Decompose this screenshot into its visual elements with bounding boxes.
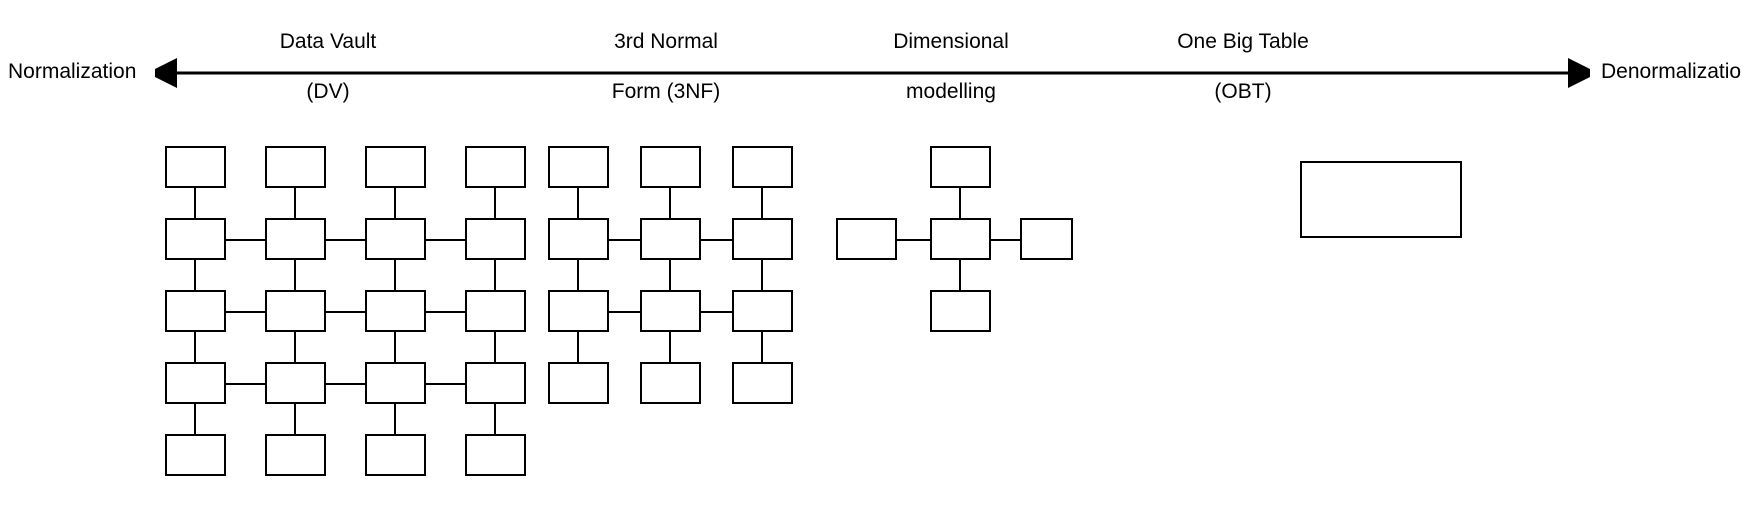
table-node xyxy=(640,218,701,260)
fact-node-center xyxy=(930,218,991,260)
edge-vertical xyxy=(494,330,496,364)
dimension-node-west xyxy=(836,218,897,260)
edge-horizontal xyxy=(326,311,365,313)
table-node xyxy=(640,290,701,332)
edge-vertical xyxy=(959,186,961,220)
axis-label-normalization: Normalization xyxy=(8,60,137,83)
edge-horizontal xyxy=(226,383,265,385)
table-node xyxy=(365,290,426,332)
table-node xyxy=(365,362,426,404)
table-node xyxy=(732,362,793,404)
edge-horizontal xyxy=(609,311,640,313)
heading-one-big-table-line1: One Big Table xyxy=(1177,30,1309,53)
dimension-node-south xyxy=(930,290,991,332)
table-node xyxy=(732,290,793,332)
table-node xyxy=(165,434,226,476)
table-node xyxy=(465,290,526,332)
edge-vertical xyxy=(294,402,296,436)
table-node xyxy=(165,146,226,188)
edge-vertical xyxy=(394,186,396,220)
heading-dimensional-modelling-line1: Dimensional xyxy=(893,30,1009,53)
edge-vertical xyxy=(669,186,671,220)
table-node xyxy=(548,290,609,332)
edge-vertical xyxy=(669,258,671,292)
edge-vertical xyxy=(294,330,296,364)
table-node xyxy=(732,218,793,260)
table-node xyxy=(640,146,701,188)
edge-vertical xyxy=(394,402,396,436)
edge-vertical xyxy=(294,186,296,220)
normalization-spectrum-arrow xyxy=(155,58,1590,88)
heading-data-vault-line1: Data Vault xyxy=(279,30,377,53)
edge-vertical xyxy=(959,258,961,292)
edge-vertical xyxy=(494,186,496,220)
edge-vertical xyxy=(577,258,579,292)
table-node xyxy=(265,434,326,476)
dimension-node-north xyxy=(930,146,991,188)
table-node xyxy=(548,146,609,188)
table-node xyxy=(165,362,226,404)
table-node xyxy=(640,362,701,404)
table-node xyxy=(365,434,426,476)
edge-horizontal xyxy=(226,311,265,313)
table-node xyxy=(365,146,426,188)
edge-vertical xyxy=(494,402,496,436)
table-node xyxy=(465,434,526,476)
edge-horizontal xyxy=(326,383,365,385)
one-big-table-node xyxy=(1300,161,1462,238)
edge-horizontal xyxy=(426,239,465,241)
edge-horizontal xyxy=(426,311,465,313)
axis-label-denormalization: Denormalization xyxy=(1601,60,1742,83)
edge-horizontal xyxy=(426,383,465,385)
table-node xyxy=(265,146,326,188)
edge-vertical xyxy=(194,402,196,436)
edge-vertical xyxy=(669,330,671,364)
edge-vertical xyxy=(294,258,296,292)
dimension-node-east xyxy=(1020,218,1073,260)
heading-third-normal-form-line1: 3rd Normal xyxy=(614,30,718,53)
edge-vertical xyxy=(194,186,196,220)
edge-horizontal xyxy=(326,239,365,241)
edge-horizontal xyxy=(701,239,732,241)
table-node xyxy=(732,146,793,188)
edge-horizontal xyxy=(895,239,932,241)
edge-vertical xyxy=(394,258,396,292)
table-node xyxy=(465,362,526,404)
edge-vertical xyxy=(761,186,763,220)
edge-vertical xyxy=(761,258,763,292)
table-node xyxy=(548,362,609,404)
table-node xyxy=(365,218,426,260)
edge-vertical xyxy=(761,330,763,364)
table-node xyxy=(465,146,526,188)
table-node xyxy=(465,218,526,260)
table-node xyxy=(548,218,609,260)
table-node xyxy=(265,290,326,332)
table-node xyxy=(265,362,326,404)
edge-vertical xyxy=(577,330,579,364)
edge-vertical xyxy=(194,330,196,364)
edge-vertical xyxy=(494,258,496,292)
table-node xyxy=(265,218,326,260)
edge-horizontal xyxy=(701,311,732,313)
table-node xyxy=(165,290,226,332)
edge-vertical xyxy=(577,186,579,220)
edge-vertical xyxy=(194,258,196,292)
table-node xyxy=(165,218,226,260)
edge-vertical xyxy=(394,330,396,364)
edge-horizontal xyxy=(989,239,1022,241)
edge-horizontal xyxy=(609,239,640,241)
edge-horizontal xyxy=(226,239,265,241)
